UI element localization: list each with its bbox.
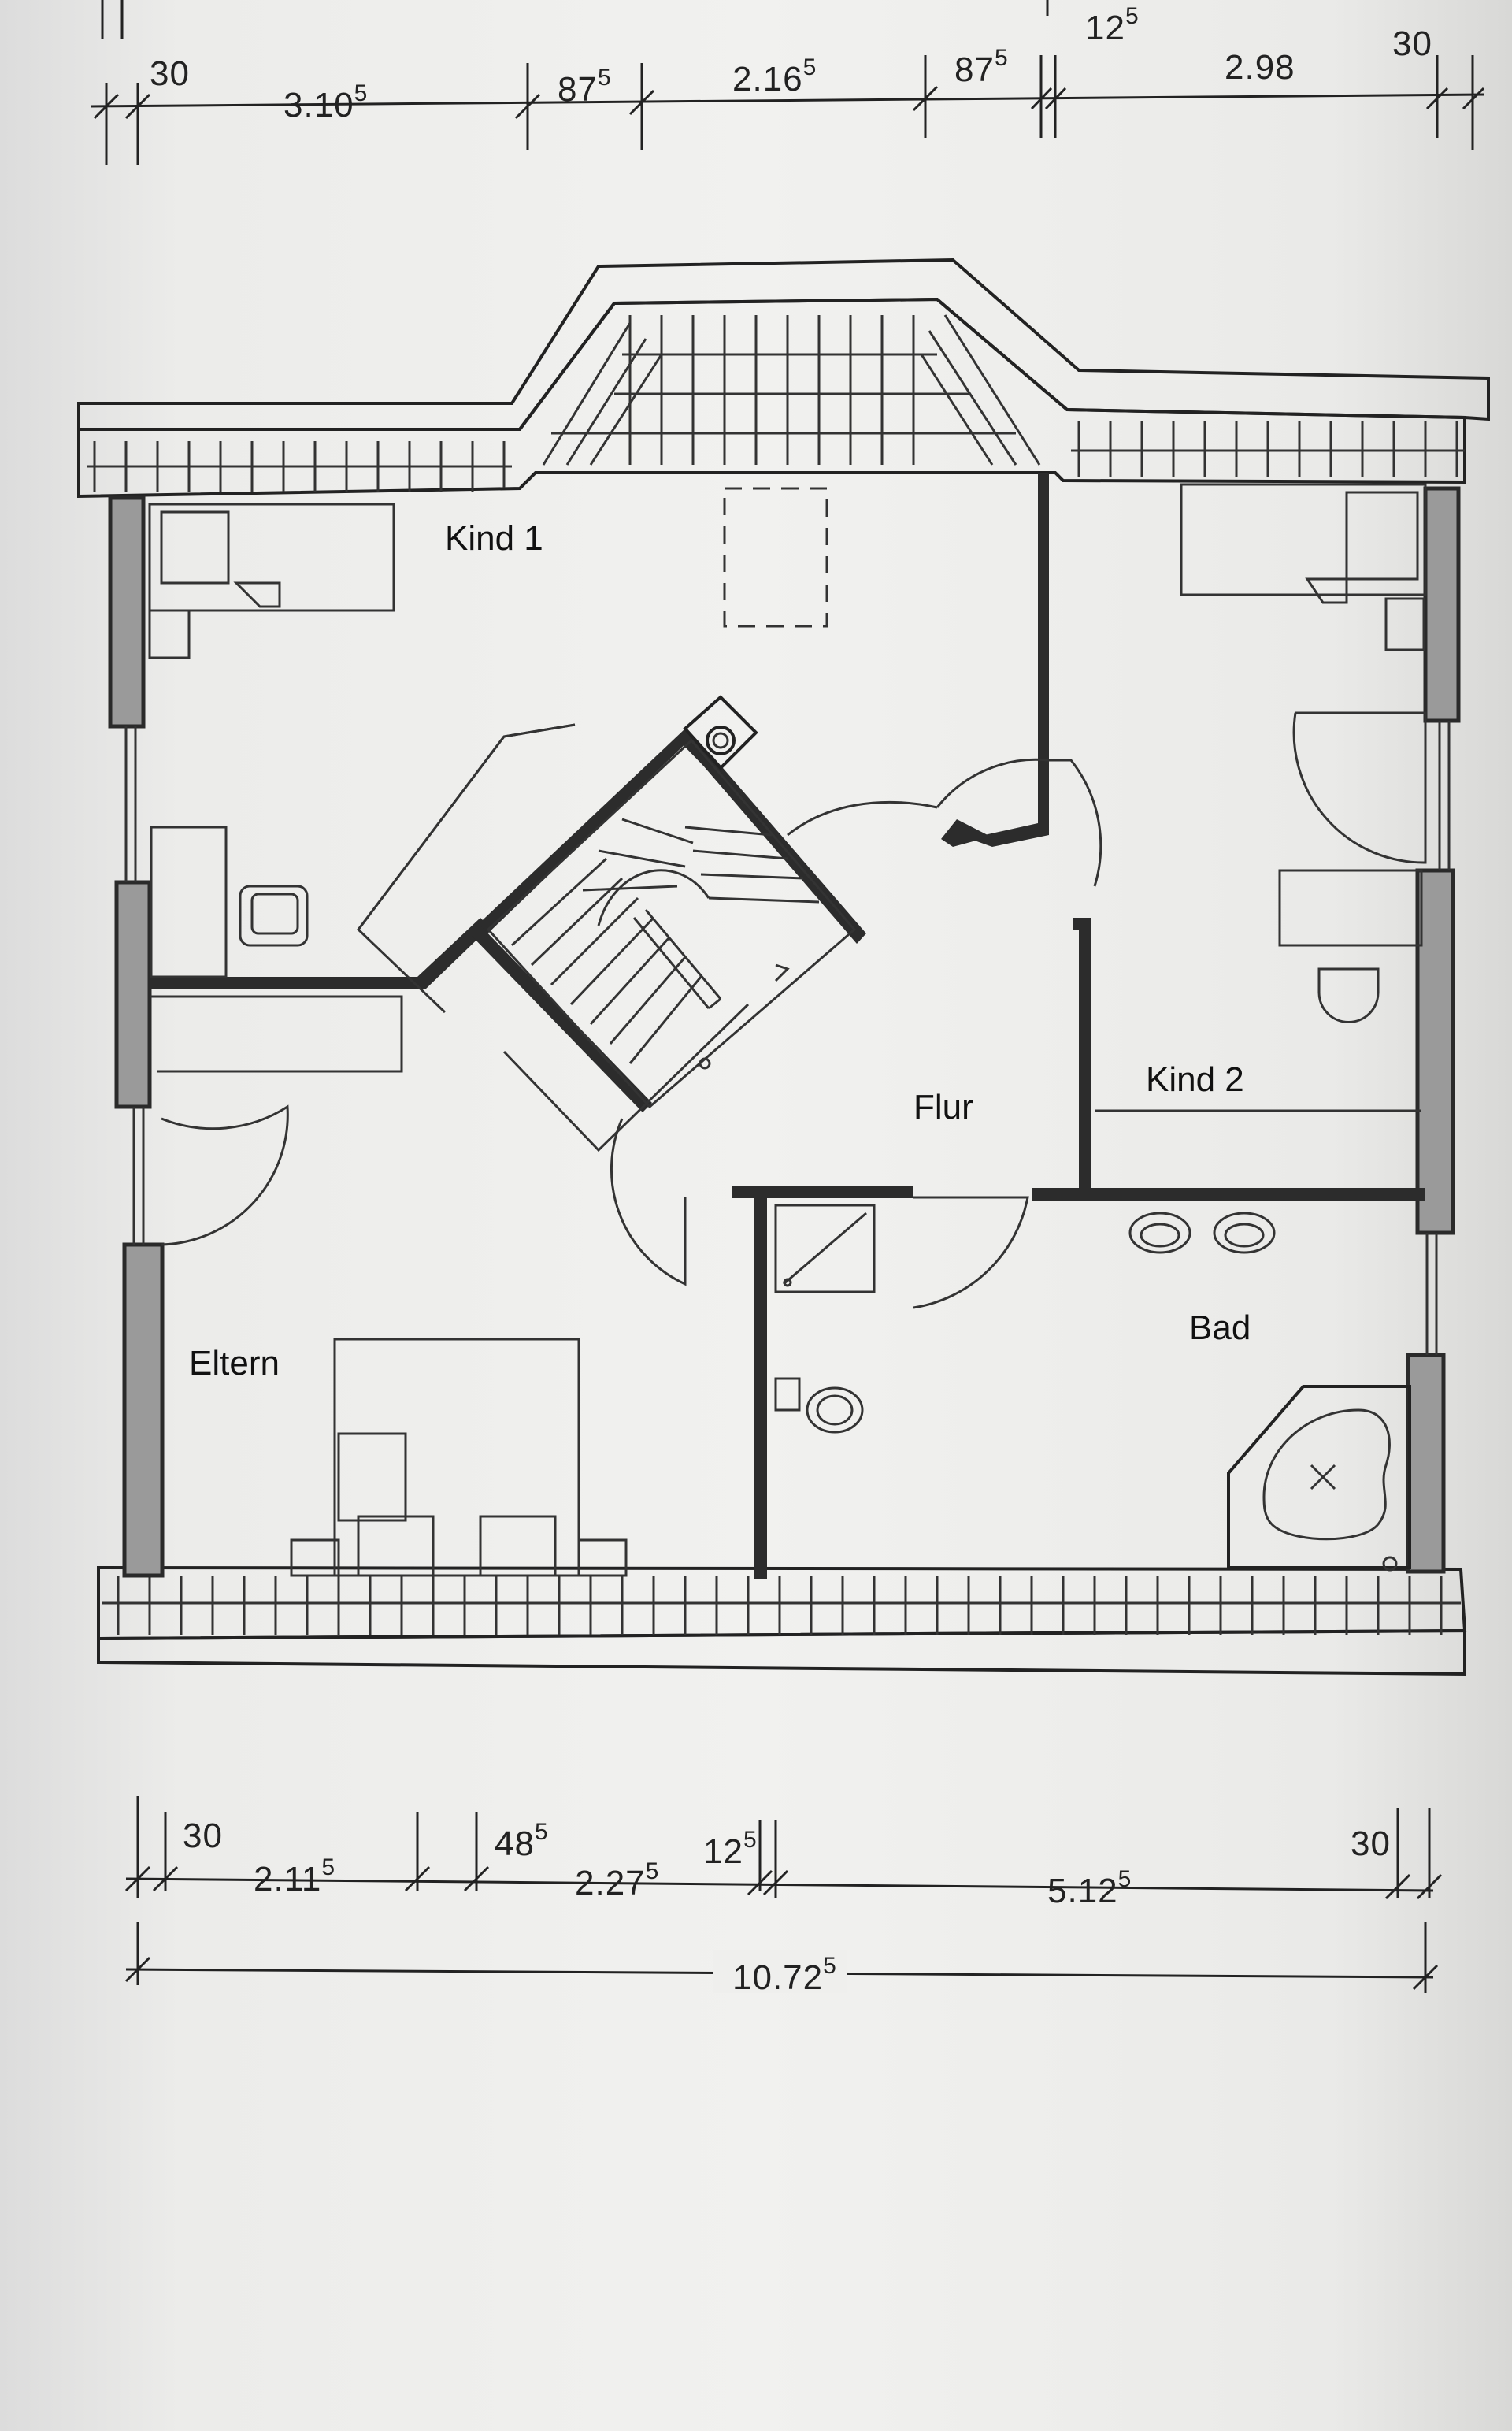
room-labels: Kind 1 Kind 2 Flur Bad Eltern: [189, 519, 1251, 1383]
staircase: [356, 695, 857, 1152]
furniture-eltern: [150, 995, 628, 1577]
wall-wc-top: [732, 1186, 914, 1198]
outer-walls: [108, 486, 1461, 1578]
dim-top-7: 2.98: [1225, 48, 1295, 87]
wall-wc-left: [754, 1186, 767, 1579]
dim-top-6: 125: [1085, 3, 1140, 47]
roof-tiles-top: [87, 314, 1465, 492]
wall-left-3: [122, 1242, 165, 1578]
room-label-bad: Bad: [1189, 1308, 1251, 1347]
wall-right-1: [1423, 486, 1461, 723]
room-label-flur: Flur: [914, 1088, 973, 1126]
bottom-dimension-chain: 30 2.115 485 2.275 125 5.125 30 10.725: [124, 1796, 1443, 1997]
furniture-bad: [774, 1204, 1411, 1572]
top-dimension-chain: 30 3.105 875 2.165 875 125 2.98 30: [90, 0, 1485, 165]
wall-stair-lower: [471, 926, 652, 1112]
dim-top-3: 875: [558, 65, 612, 109]
furniture-kind2: [1095, 483, 1427, 1112]
bottom-dimension-ticks: [124, 1796, 1443, 1900]
dim-top-8: 30: [1392, 24, 1432, 63]
roof-top: [77, 258, 1490, 499]
wall-kind2-flur: [1079, 918, 1091, 1190]
furniture-flur: [610, 758, 1102, 1309]
dim-top-1: 30: [150, 54, 190, 93]
room-label-kind1: Kind 1: [445, 519, 543, 558]
dim-top-2: 3.105: [284, 80, 368, 124]
dim-bottom-1: 30: [183, 1817, 223, 1855]
roof-bottom: [97, 1565, 1467, 1676]
wall-flur-kind2-short: [941, 819, 991, 847]
top-dimension-ticks: [93, 55, 1485, 165]
wall-right-2: [1415, 868, 1455, 1235]
furniture-kind1: [148, 487, 828, 978]
wall-kind1-flur: [954, 473, 1049, 847]
wall-kind1-eltern: [150, 918, 490, 989]
inner-walls: [150, 473, 1425, 1579]
wall-kind2-flur-jog: [1073, 918, 1091, 930]
dim-bottom-2: 2.115: [254, 1854, 335, 1898]
dim-bottom-3: 485: [495, 1819, 549, 1863]
wall-stair-upper-left: [472, 729, 693, 939]
dim-bottom-7: 30: [1351, 1824, 1391, 1863]
dim-bottom-5: 125: [703, 1827, 758, 1871]
dim-bottom-4: 2.275: [575, 1858, 659, 1902]
wall-left-1: [108, 495, 146, 729]
wall-right-3: [1406, 1353, 1446, 1574]
wall-kind2-bad: [1032, 1188, 1425, 1201]
dim-total: 10.725: [732, 1953, 837, 1997]
dim-bottom-6: 5.125: [1047, 1866, 1132, 1910]
wall-left-2: [114, 880, 152, 1109]
roof-tiles-bottom: [102, 1576, 1461, 1635]
dim-top-5: 875: [954, 45, 1009, 89]
room-label-eltern: Eltern: [189, 1344, 280, 1383]
dim-top-4: 2.165: [732, 54, 817, 98]
room-label-kind2: Kind 2: [1146, 1060, 1244, 1099]
